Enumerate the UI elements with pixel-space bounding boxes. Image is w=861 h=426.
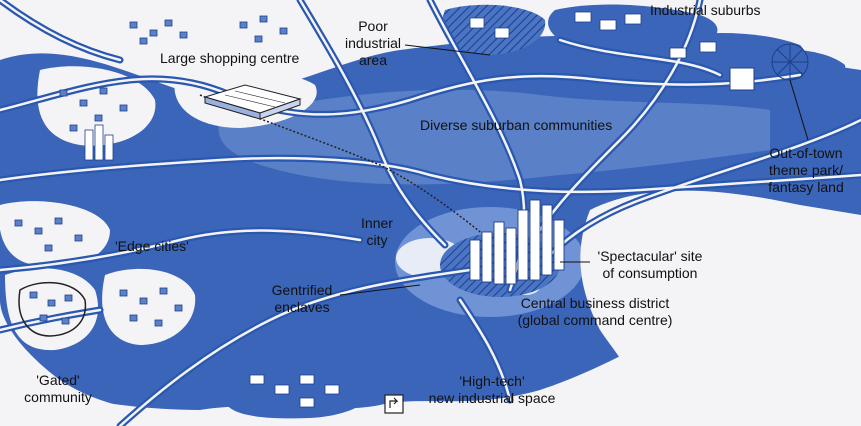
label-gated-community: 'Gated' community bbox=[18, 372, 98, 406]
leader-lines bbox=[339, 44, 809, 296]
poor-line-1: Poor bbox=[358, 18, 388, 34]
label-industrial-suburbs: Industrial suburbs bbox=[650, 2, 761, 18]
leader-poor-industrial bbox=[404, 44, 491, 56]
label-spectacular-site: 'Spectacular' site of consumption bbox=[585, 248, 715, 282]
gentrified-line-2: enclaves bbox=[274, 299, 330, 315]
leader-gentrified bbox=[339, 284, 421, 296]
gated-line-1: 'Gated' bbox=[36, 372, 80, 388]
poor-line-3: area bbox=[358, 52, 388, 68]
label-high-tech-space: 'High-tech' new industrial space bbox=[412, 373, 572, 407]
hightech-line-1: 'High-tech' bbox=[459, 373, 525, 389]
gated-wall bbox=[18, 281, 87, 337]
edge-towers bbox=[84, 124, 114, 161]
theme-line-2: theme park/ bbox=[769, 162, 843, 178]
leader-theme-park bbox=[789, 79, 809, 141]
ferris-wheel bbox=[729, 43, 809, 91]
hightech-line-2: new industrial space bbox=[428, 390, 556, 406]
shopping-centre-building bbox=[203, 84, 302, 120]
high-tech-sign bbox=[384, 394, 404, 414]
theme-line-1: Out-of-town bbox=[769, 145, 843, 161]
cbd-skyscrapers bbox=[469, 199, 565, 285]
east-paper-edge bbox=[580, 190, 861, 426]
cbd-line-2: (global command centre) bbox=[517, 312, 673, 328]
edge-island-west bbox=[37, 66, 156, 146]
factories bbox=[249, 11, 717, 408]
poor-industrial-blob bbox=[442, 4, 546, 55]
label-edge-cities: 'Edge cities' bbox=[115, 238, 189, 254]
spectacular-line-2: of consumption bbox=[602, 265, 698, 281]
houses bbox=[14, 15, 288, 327]
label-large-shopping-centre: Large shopping centre bbox=[160, 50, 300, 66]
inner-line-1: Inner bbox=[361, 215, 393, 231]
shopping-island bbox=[109, 9, 221, 53]
edge-island-south bbox=[102, 268, 196, 345]
label-out-of-town-theme-park: Out-of-town theme park/ fantasy land bbox=[756, 145, 856, 196]
inner-line-2: city bbox=[366, 232, 388, 248]
label-gentrified-enclaves: Gentrified enclaves bbox=[262, 282, 342, 316]
edge-island-mid bbox=[0, 201, 110, 267]
cbd-line-1: Central business district bbox=[520, 295, 670, 311]
label-diverse-suburban-communities: Diverse suburban communities bbox=[420, 117, 613, 133]
poor-line-2: industrial bbox=[344, 35, 402, 51]
gentrified-line-1: Gentrified bbox=[271, 282, 333, 298]
gated-line-2: community bbox=[24, 389, 92, 405]
theme-line-3: fantasy land bbox=[768, 179, 844, 195]
road-k bbox=[0, 0, 124, 64]
railway-line bbox=[199, 94, 491, 241]
label-central-business-district: Central business district (global comman… bbox=[495, 295, 695, 329]
shopping-island-2 bbox=[217, 10, 315, 55]
label-poor-industrial-area: Poor industrial area bbox=[338, 18, 408, 69]
spectacular-line-1: 'Spectacular' site bbox=[597, 248, 703, 264]
label-inner-city: Inner city bbox=[357, 215, 397, 249]
